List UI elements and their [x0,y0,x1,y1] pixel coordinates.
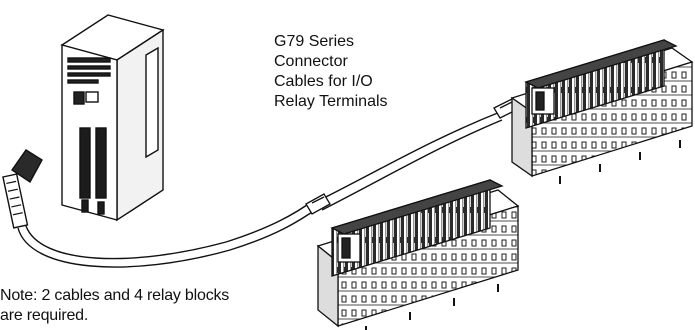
plc-unit [60,14,165,222]
cable-callout-line-1: G79 Series [274,33,355,50]
relay-terminal-front [316,179,520,330]
cable-callout: G79 Series Connector Cables for I/O Rela… [274,32,388,112]
cable-callout-line-2: Connector [274,53,348,70]
requirement-note: Note: 2 cables and 4 relay blocks are re… [0,286,229,326]
requirement-note-line-1: Note: 2 cables and 4 relay blocks [0,287,230,304]
requirement-note-line-2: are required. [0,307,89,324]
cable-plug-left [2,149,43,229]
flat-cables [17,111,503,268]
cable-callout-line-4: Relay Terminals [274,93,388,110]
relay-terminal-rear [510,39,694,184]
cable-callout-line-3: Cables for I/O [274,73,373,90]
cable-plug-front [305,193,331,215]
